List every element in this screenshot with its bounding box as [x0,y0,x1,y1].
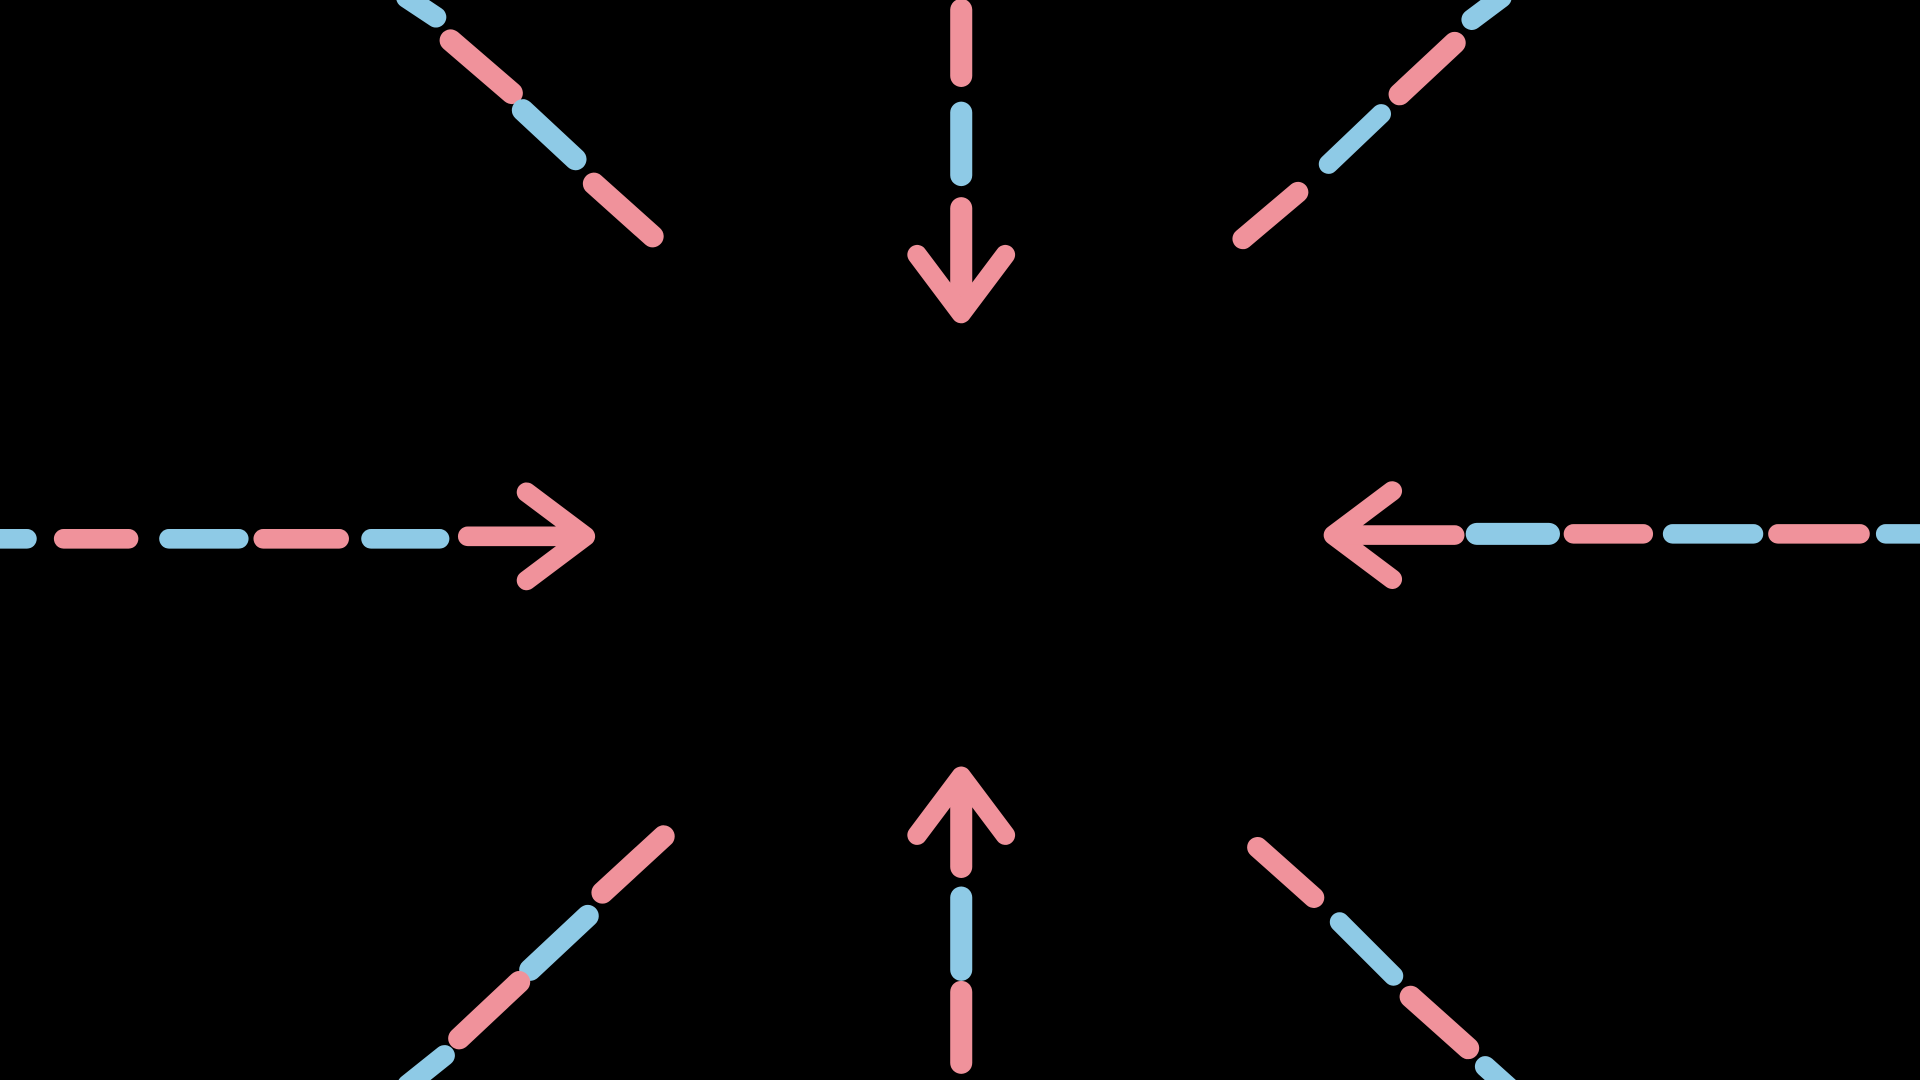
dash-segment [396,0,447,28]
dash-segment [439,29,523,105]
dash-segment [1474,1056,1516,1080]
dash-segment [591,825,675,904]
dash-segment [448,971,531,1050]
dash-segment [1399,985,1480,1060]
arrowhead-right-icon [516,482,596,591]
dash-segment [519,904,599,981]
dash-segment [1329,912,1404,986]
dash-segment [1461,0,1512,30]
arrowhead-down-icon [907,244,1016,324]
dash-segment [1388,31,1466,106]
dash-segment [1247,836,1325,908]
dash-segment [1232,181,1309,250]
dash-segment [398,1045,455,1080]
dash-segment [1318,104,1392,174]
dash-segment [511,99,587,171]
dash-segment [582,172,664,248]
